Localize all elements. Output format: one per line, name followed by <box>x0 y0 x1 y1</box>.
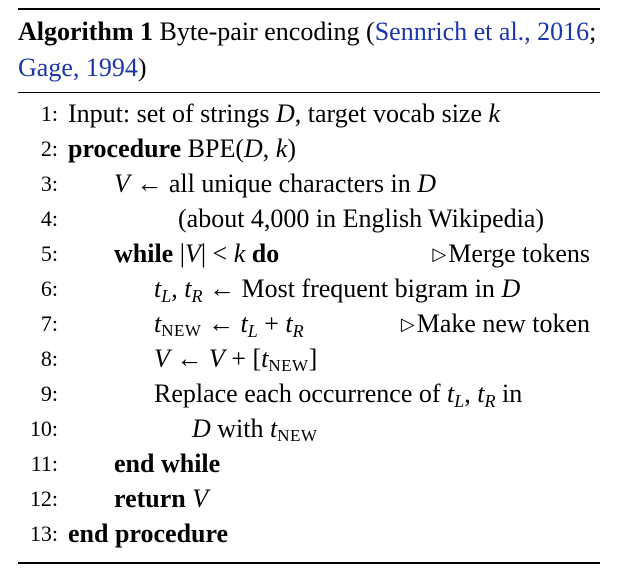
citation-gage[interactable]: Gage, 1994 <box>18 53 138 82</box>
line-text: while |V| < k do <box>114 239 280 268</box>
line-comment: ▷Merge tokens <box>432 236 590 272</box>
line-number: 9: <box>40 381 58 406</box>
line-text: D with tNEW <box>192 414 318 445</box>
algo-line-6: 6: tL, tR ← Most frequent bigram in D <box>18 271 600 306</box>
algorithm-block: Algorithm 1 Byte-pair encoding (Sennrich… <box>18 0 600 584</box>
line-text: V ← all unique characters in D <box>114 169 437 198</box>
mid-rule <box>18 92 600 93</box>
line-text: Input: set of strings D, target vocab si… <box>68 99 501 128</box>
line-text: tNEW ← tL + tR <box>154 309 304 341</box>
citation-sennrich[interactable]: Sennrich et al., 2016 <box>374 17 590 46</box>
algo-line-11: 11: end while <box>18 446 600 481</box>
line-text: V ← V + [tNEW] <box>154 344 318 375</box>
algo-line-2: 2: procedure BPE(D, k) <box>18 131 600 166</box>
cite-sep: ; <box>589 17 597 46</box>
line-text: end while <box>114 449 221 478</box>
algo-line-13: 13: end procedure <box>18 516 600 551</box>
cite-open: ( <box>366 17 375 46</box>
algo-line-4: 4: (about 4,000 in English Wikipedia) <box>18 201 600 236</box>
algo-line-7: 7: tNEW ← tL + tR ▷Make new token <box>18 306 600 341</box>
line-comment: ▷Make new token <box>401 306 590 342</box>
cite-close: ) <box>137 53 147 82</box>
algo-line-12: 12: return V <box>18 481 600 516</box>
caption-title: Byte-pair encoding <box>159 17 360 46</box>
algo-line-1: 1: Input: set of strings D, target vocab… <box>18 96 600 131</box>
caption-label: Algorithm 1 <box>18 17 154 46</box>
algo-line-10: 10: D with tNEW <box>18 411 600 446</box>
line-text: (about 4,000 in English Wikipedia) <box>178 204 545 233</box>
line-number: 1: <box>40 101 58 126</box>
line-number: 2: <box>40 136 58 161</box>
algo-line-3: 3: V ← all unique characters in D <box>18 166 600 201</box>
line-number: 6: <box>40 276 58 301</box>
triangle-right-icon: ▷ <box>432 244 447 264</box>
top-rule <box>18 8 600 10</box>
algo-line-8: 8: V ← V + [tNEW] <box>18 341 600 376</box>
line-number: 12: <box>29 486 58 511</box>
algo-line-9: 9: Replace each occurrence of tL, tR in <box>18 376 600 411</box>
algorithm-caption: Algorithm 1 Byte-pair encoding (Sennrich… <box>18 14 600 86</box>
line-number: 5: <box>40 241 58 266</box>
line-text: procedure BPE(D, k) <box>68 134 296 163</box>
line-number: 13: <box>29 521 58 546</box>
line-number: 8: <box>40 346 58 371</box>
line-text: return V <box>114 484 209 513</box>
line-text: Replace each occurrence of tL, tR in <box>154 379 523 411</box>
line-number: 3: <box>40 171 58 196</box>
line-number: 7: <box>40 311 58 336</box>
comment-text: Merge tokens <box>448 239 590 268</box>
line-number: 4: <box>40 206 58 231</box>
line-text: end procedure <box>68 519 229 548</box>
comment-text: Make new token <box>416 309 590 338</box>
triangle-right-icon: ▷ <box>400 314 415 334</box>
bottom-rule <box>18 562 600 564</box>
algo-line-5: 5: while |V| < k do ▷Merge tokens <box>18 236 600 271</box>
line-number: 10: <box>29 416 58 441</box>
line-text: tL, tR ← Most frequent bigram in D <box>154 274 521 306</box>
line-number: 11: <box>30 451 58 476</box>
